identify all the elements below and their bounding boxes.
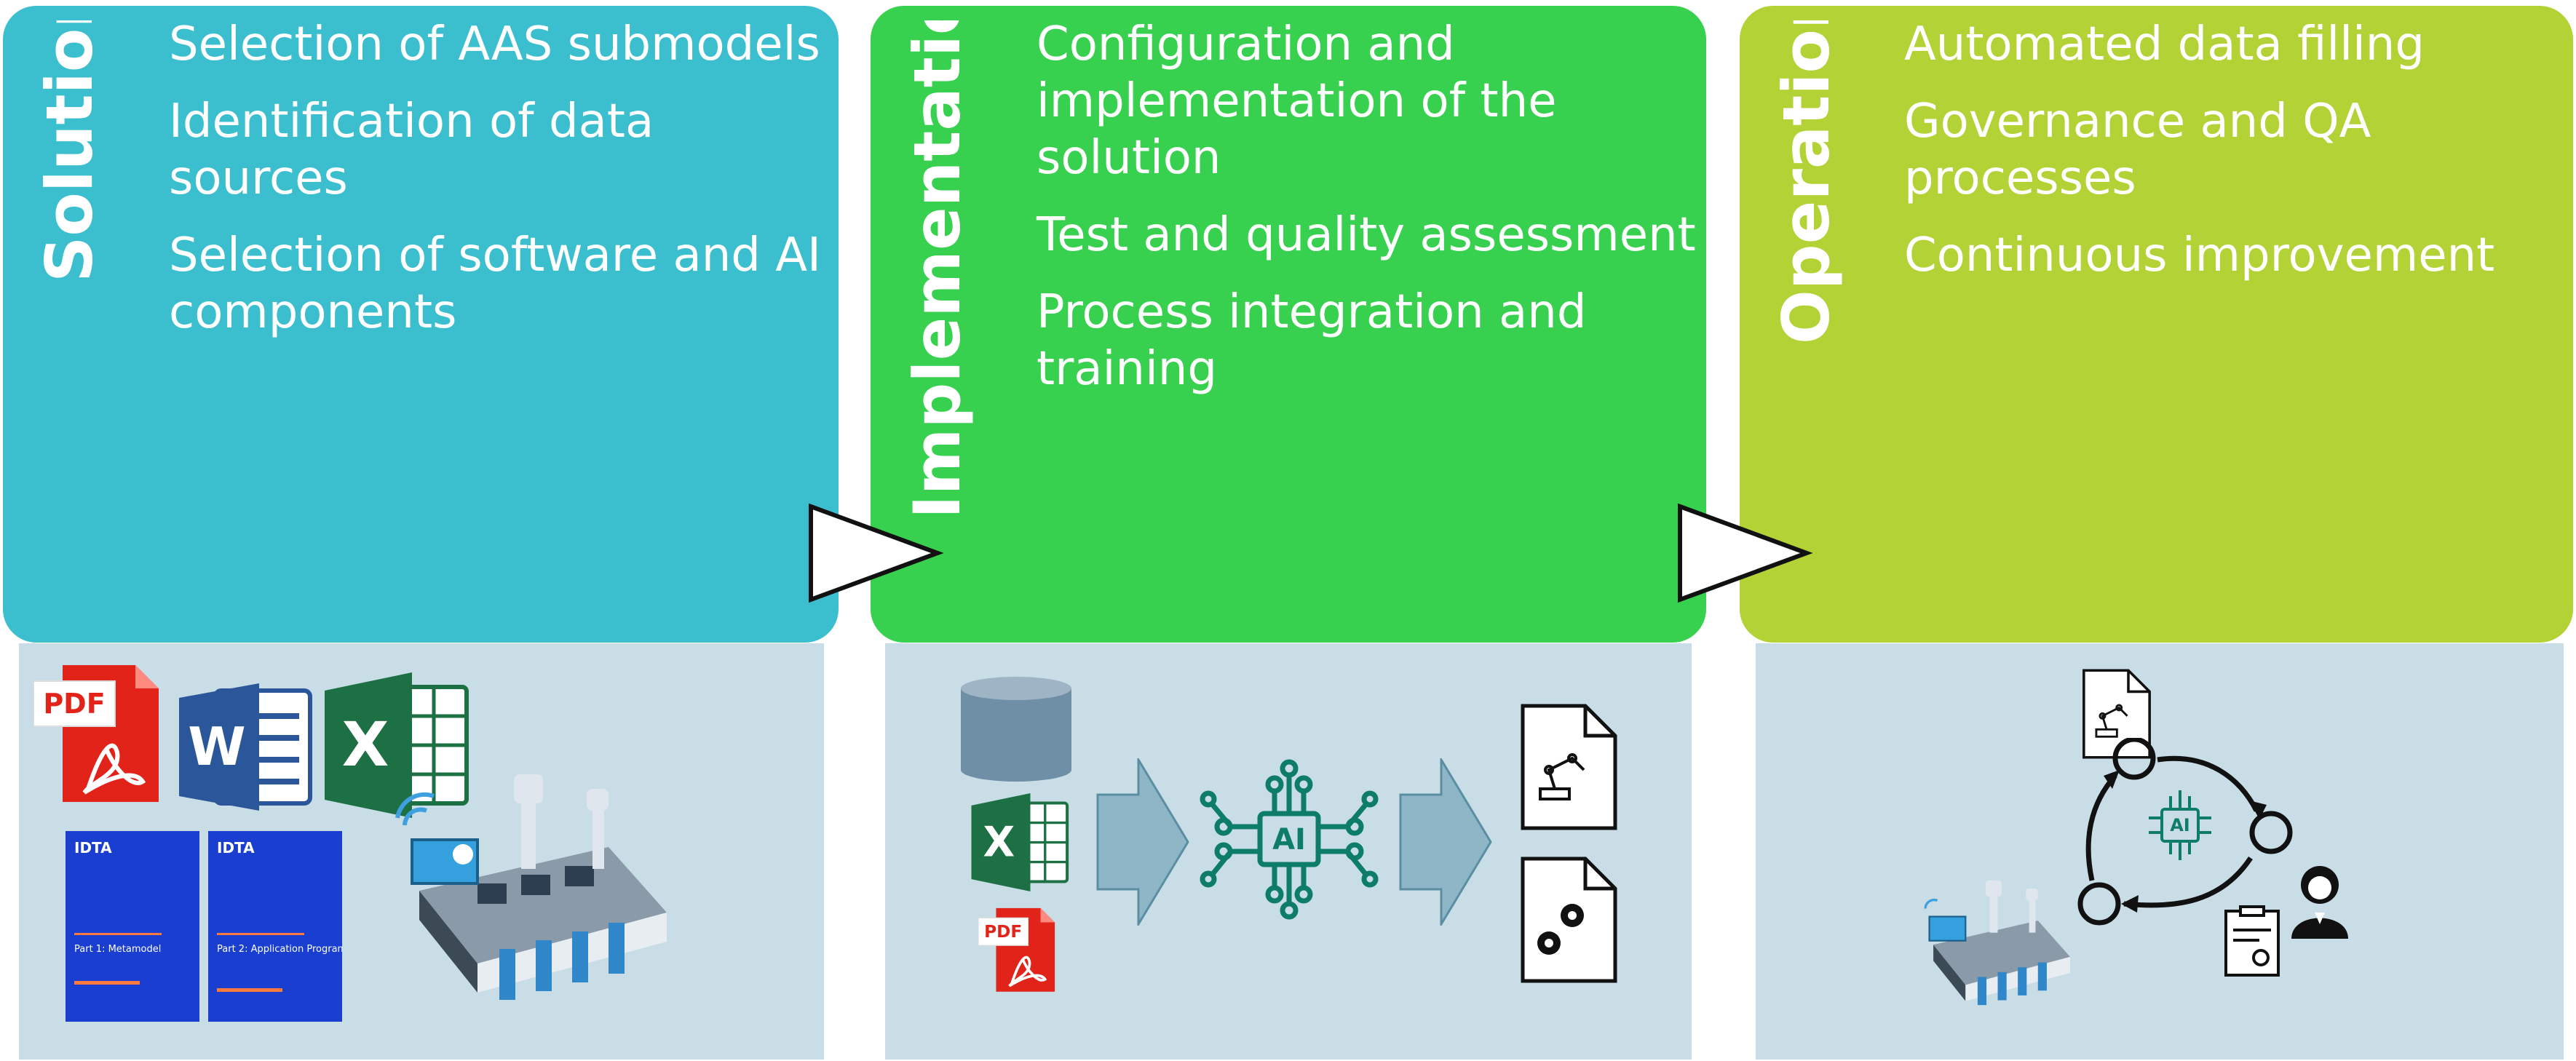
solution-item: Selection of software and AI components bbox=[169, 229, 821, 339]
pdf-icon: PDF bbox=[978, 907, 1055, 992]
person-icon bbox=[2291, 866, 2348, 939]
implementation-label: Implementation bbox=[887, 20, 981, 566]
doc1-title: Part 1: Metamodel bbox=[74, 944, 161, 955]
spec-document-part1-icon: IDTA Part 1: Metamodel bbox=[66, 831, 199, 1022]
excel-icon: X bbox=[971, 793, 1069, 891]
certificate-icon bbox=[2224, 905, 2280, 977]
pdf-label: PDF bbox=[984, 922, 1022, 942]
operation-label-text: Operation bbox=[1769, 20, 1844, 344]
solution-label: Solution bbox=[19, 20, 114, 566]
solution-item: Selection of AAS submodels bbox=[169, 17, 820, 71]
database-icon bbox=[961, 677, 1071, 782]
implementation-phase-panel: Implementation Configuration and impleme… bbox=[871, 6, 1706, 643]
ai-chip-icon: AI bbox=[1200, 759, 1379, 920]
excel-letter: X bbox=[983, 818, 1015, 866]
robot-document-icon bbox=[1521, 704, 1617, 830]
idta-logo: IDTA bbox=[217, 839, 255, 857]
robot-document-icon bbox=[2082, 669, 2151, 759]
factory-robot-conveyor-icon bbox=[395, 774, 667, 1000]
arrow-implementation-to-operation bbox=[1678, 503, 1813, 603]
solution-label-text: Solution bbox=[32, 20, 107, 282]
implementation-item: Process integration and training bbox=[1037, 285, 1587, 396]
spec-document-part2-icon: IDTA Part 2: Application Programming Int… bbox=[208, 831, 342, 1022]
operation-phase-panel: Operation Automated data filling Governa… bbox=[1740, 6, 2573, 643]
idta-logo: IDTA bbox=[74, 839, 112, 857]
solution-illustration-area: PDF W X IDTA Part 1: Metamodel IDTA Part… bbox=[19, 643, 824, 1060]
word-letter: W bbox=[188, 716, 245, 777]
factory-robot-conveyor-icon bbox=[1924, 880, 2070, 1006]
excel-letter: X bbox=[342, 709, 389, 780]
arrow-solution-to-implementation bbox=[809, 503, 944, 603]
pdf-label: PDF bbox=[43, 688, 105, 720]
operation-illustration-area: AI bbox=[1756, 643, 2564, 1060]
operation-label: Operation bbox=[1756, 20, 1850, 566]
implementation-items: Configuration and implementation of the … bbox=[1037, 16, 1699, 418]
settings-document-icon bbox=[1521, 857, 1617, 983]
word-icon: W bbox=[179, 683, 312, 811]
solution-phase-panel: Solution Selection of AAS submodels Iden… bbox=[3, 6, 839, 643]
ai-label: AI bbox=[2170, 815, 2190, 835]
continuous-cycle-icon: AI bbox=[2077, 738, 2293, 926]
operation-item: Automated data filling bbox=[1904, 17, 2425, 71]
solution-items: Selection of AAS submodels Identificatio… bbox=[169, 16, 824, 361]
doc2-title: Part 2: Application Programming Interfac… bbox=[217, 944, 342, 955]
operation-item: Governance and QA processes bbox=[1904, 95, 2371, 205]
implementation-illustration-area: X PDF AI bbox=[885, 643, 1692, 1060]
process-arrow-icon bbox=[1399, 758, 1492, 926]
implementation-item: Configuration and implementation of the … bbox=[1037, 17, 1557, 185]
implementation-label-text: Implementation bbox=[900, 20, 975, 519]
excel-icon: X bbox=[325, 672, 469, 818]
implementation-item: Test and quality assessment bbox=[1037, 208, 1696, 262]
operation-items: Automated data filling Governance and QA… bbox=[1904, 16, 2559, 304]
ai-label: AI bbox=[1272, 823, 1306, 857]
process-arrow-icon bbox=[1096, 758, 1189, 926]
pdf-icon: PDF bbox=[33, 665, 159, 802]
solution-item: Identification of data sources bbox=[169, 95, 654, 205]
operation-item: Continuous improvement bbox=[1904, 229, 2495, 282]
